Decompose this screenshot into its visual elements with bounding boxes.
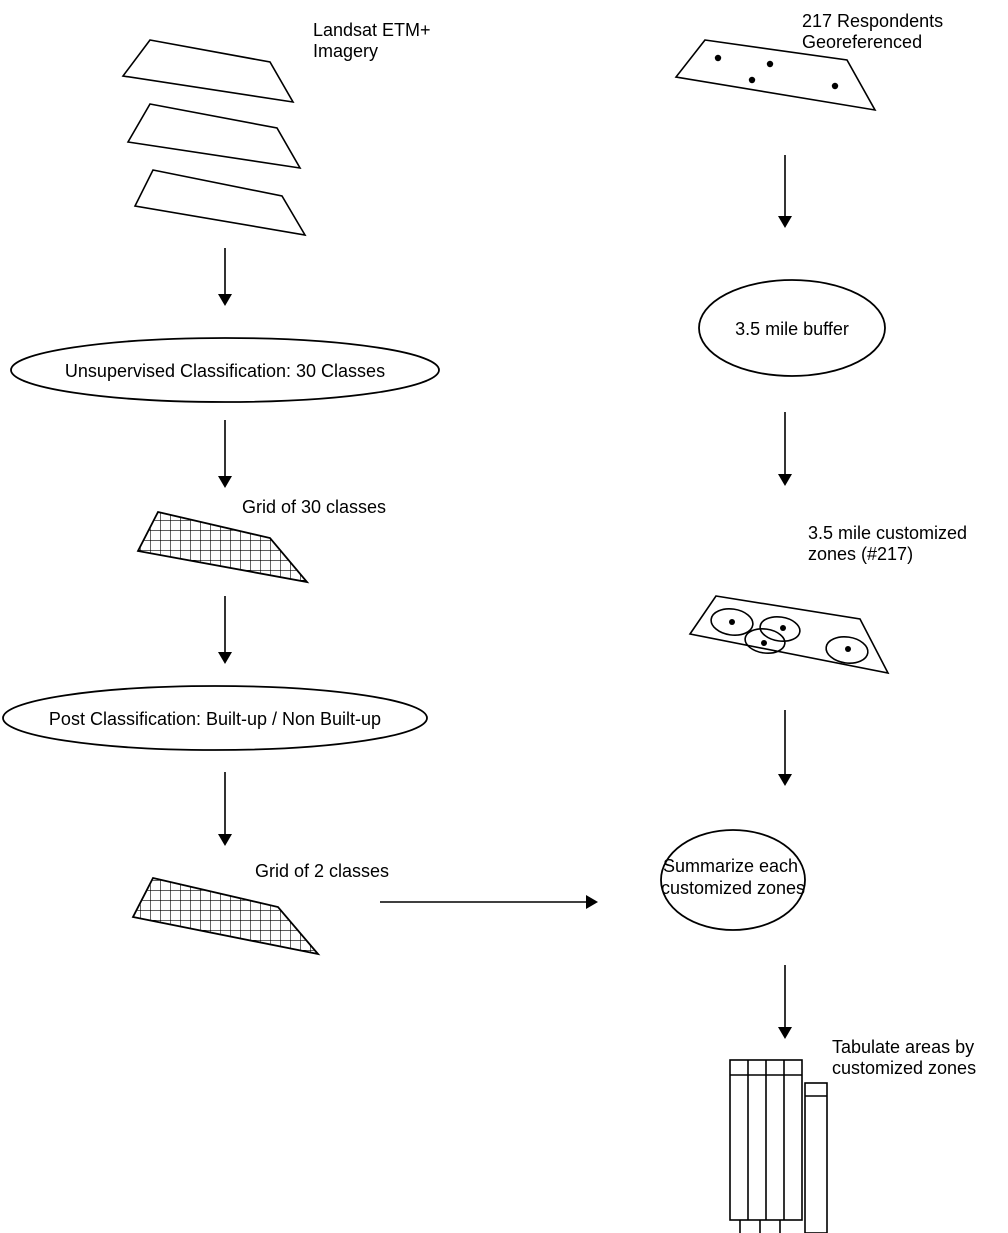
imagery-label: Landsat ETM+ Imagery [313,20,436,61]
unsupervised-classification-label: Unsupervised Classification: 30 Classes [65,361,385,381]
grid-30-label: Grid of 30 classes [242,497,386,517]
stacked-imagery-layers-icon [121,39,307,237]
buffer-node [698,279,886,377]
grid-2-classes [131,876,321,956]
buffer-zone [710,607,754,637]
respondent-point [780,625,786,631]
table-back [804,1082,828,1233]
tabulate-label: Tabulate areas by customized zones [832,1037,979,1078]
summarize-node [660,829,806,931]
respondent-point [761,640,767,646]
buffer-zone [759,615,801,643]
unsupervised-classification-node [10,337,440,403]
respondent-point [766,60,774,68]
respondent-point [714,54,722,62]
post-classification-label: Post Classification: Built-up / Non Buil… [49,709,381,729]
summarize-label: Summarize each customized zones [661,856,805,898]
post-classification-node [2,685,428,751]
respondents-label: 217 Respondents Georeferenced [802,11,948,52]
buffer-zones-layer-icon [688,595,890,675]
buffer-label: 3.5 mile buffer [735,319,849,339]
respondent-point [845,646,851,652]
imagery-layer [126,103,302,170]
respondent-point [729,619,735,625]
grid-2-label: Grid of 2 classes [255,861,389,881]
zones-label: 3.5 mile customized zones (#217) [808,523,972,564]
respondent-points-layer-icon [674,39,877,112]
raster-grid-icon [131,876,321,956]
table-icon [729,1059,828,1233]
buffer-zone [825,635,869,665]
respondent-point [831,82,839,90]
respondent-point [748,76,756,84]
zones-layer [688,595,890,675]
raster-grid-icon [136,510,310,584]
respondents-layer [674,39,877,112]
imagery-layer [133,169,307,237]
buffer-zone [744,627,786,655]
grid-30-classes [136,510,310,584]
imagery-layer [121,39,295,104]
